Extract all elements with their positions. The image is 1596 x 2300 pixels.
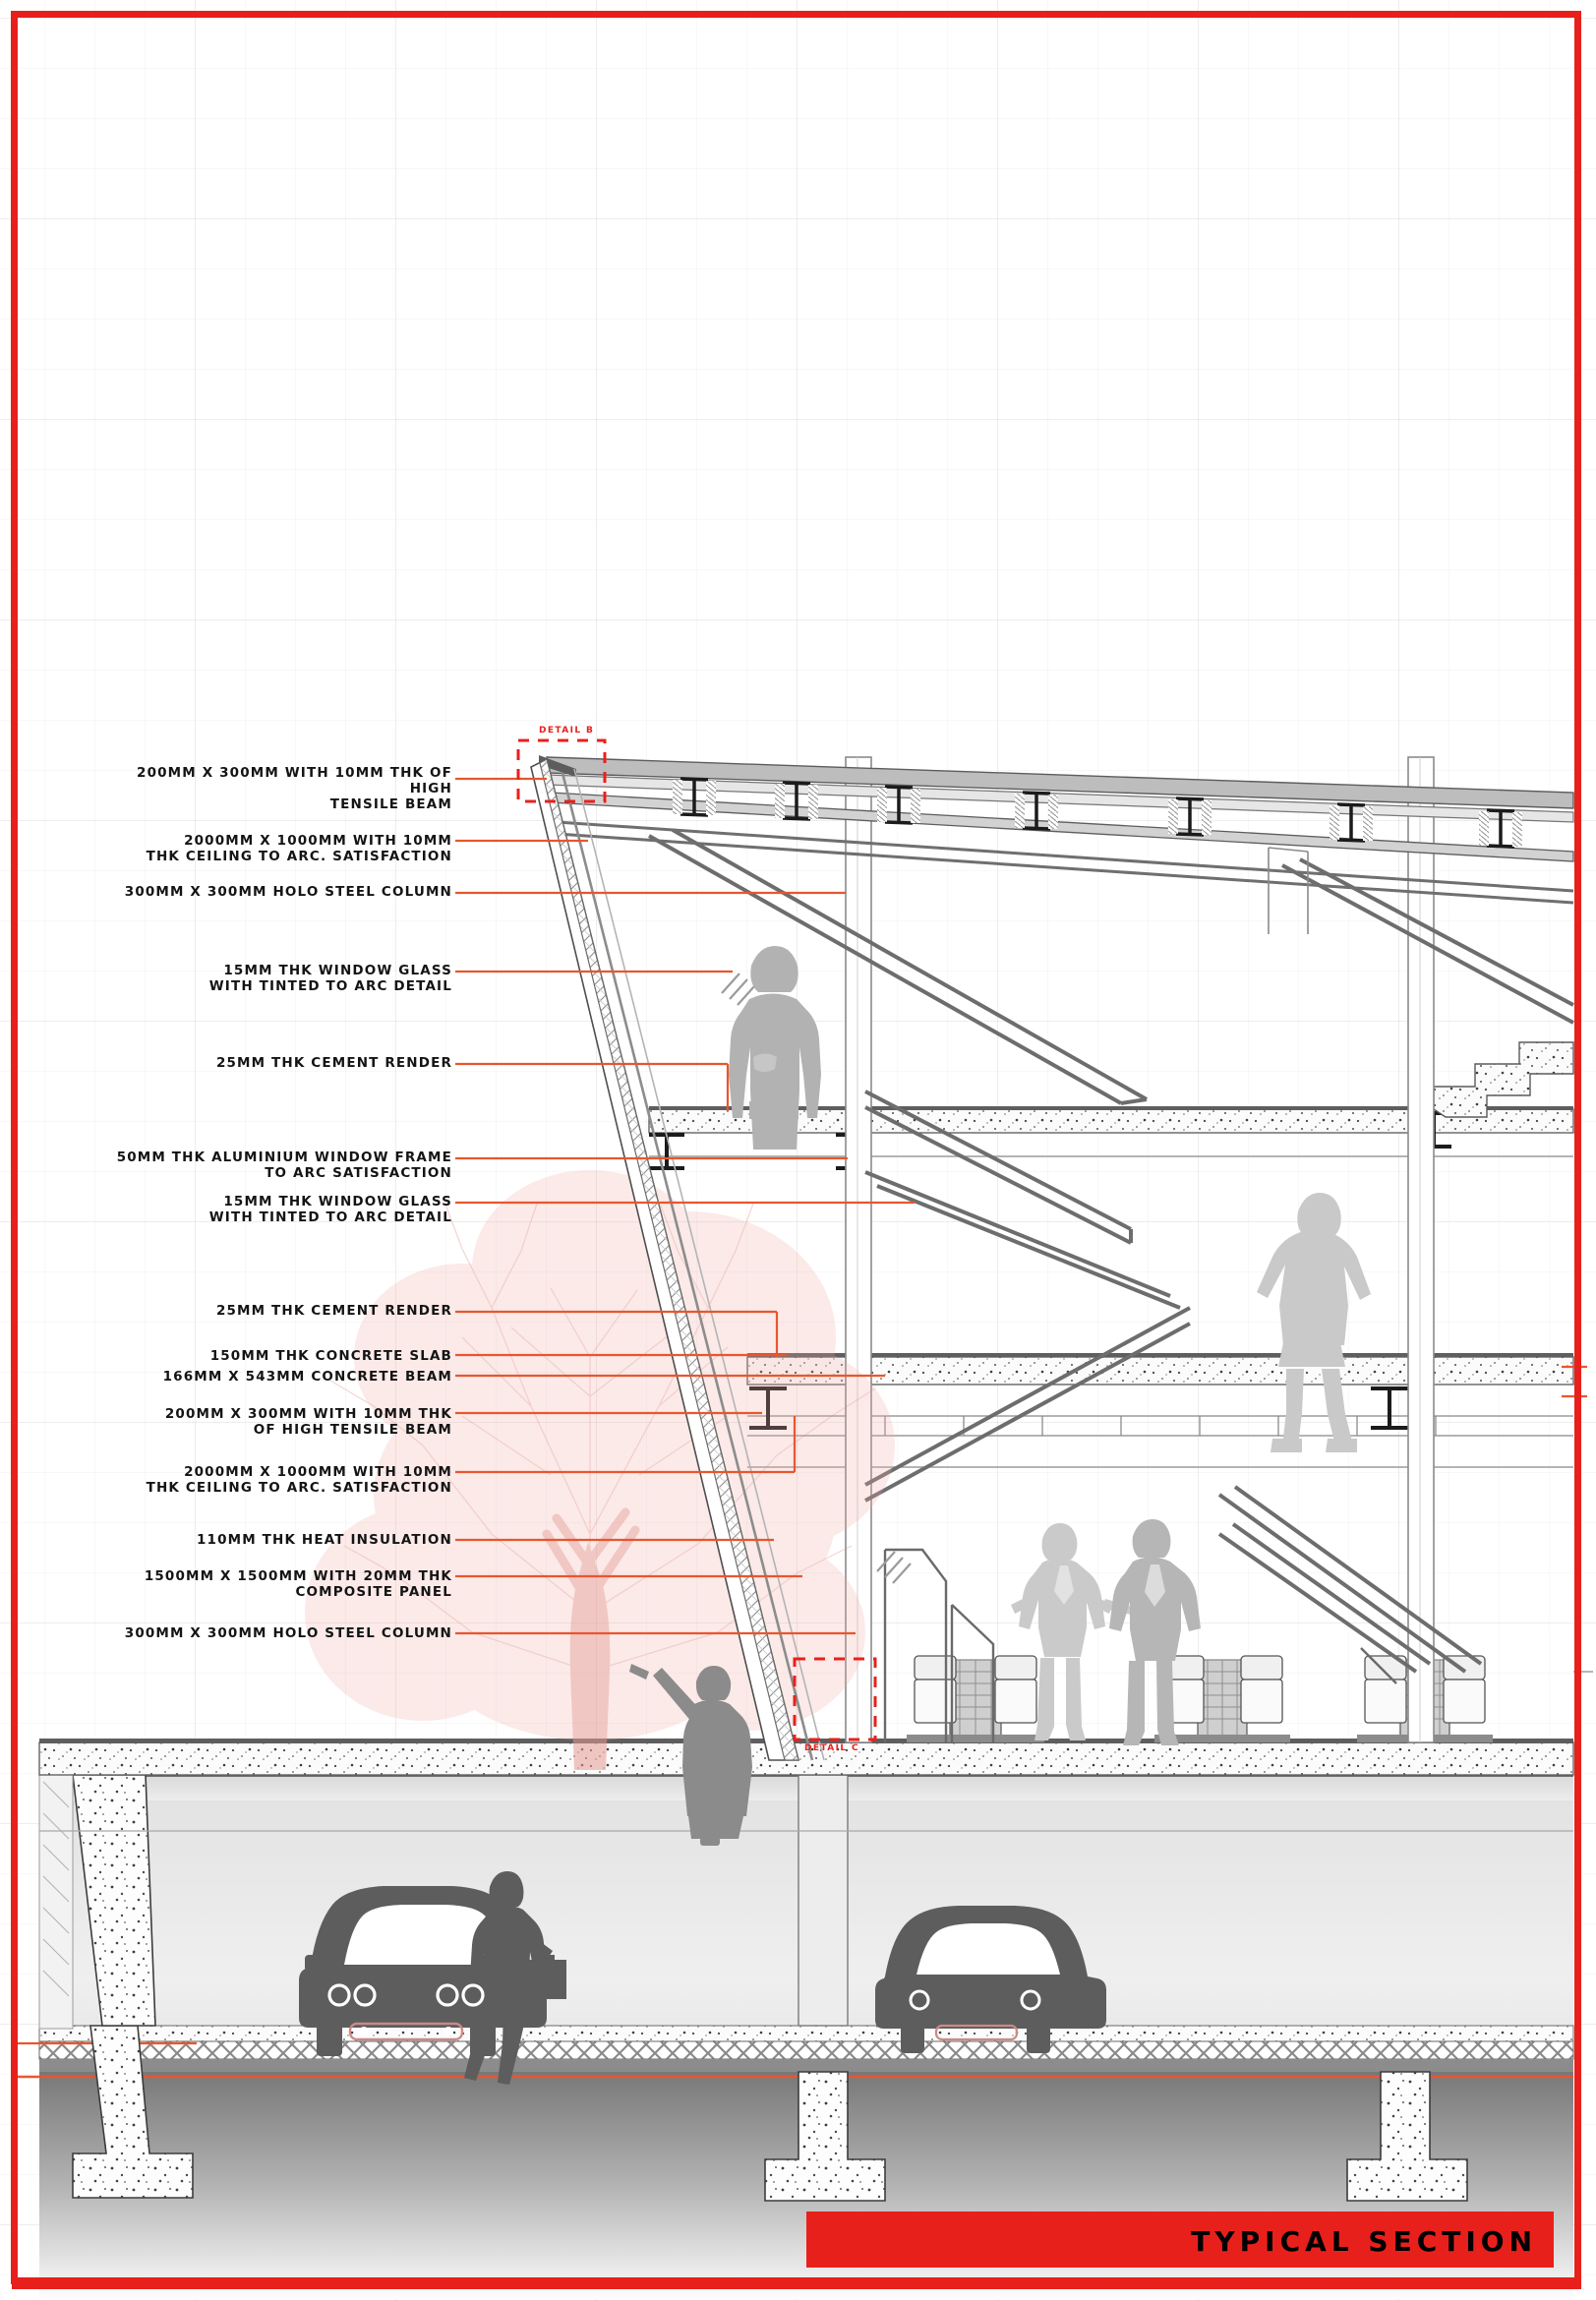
annotation-label: 25MM THK CEMENT RENDER xyxy=(215,1303,452,1319)
standing-figure-level3 xyxy=(729,946,821,1150)
basement-floor-construction xyxy=(12,2025,1574,2079)
businessman-with-briefcase-basement xyxy=(464,1871,566,2085)
interior-diagonal-braces xyxy=(648,828,1574,1674)
annotation-label: 15MM THK WINDOW GLASS WITH TINTED TO ARC… xyxy=(208,1194,452,1225)
roof-duct-outline xyxy=(1268,847,1309,934)
walking-woman-level2 xyxy=(1257,1193,1371,1452)
detail-b-label: DETAIL B xyxy=(539,726,595,736)
annotation-leader-lines xyxy=(455,777,915,1635)
businessman-standing xyxy=(1109,1519,1201,1745)
cafe-table-set-1 xyxy=(907,1655,1044,1742)
roof-hangers xyxy=(673,777,1522,849)
detail-c-label: DETAIL C xyxy=(804,1743,860,1753)
annotation-label: 25MM THK CEMENT RENDER xyxy=(215,1055,452,1071)
title-rule xyxy=(12,2283,1581,2289)
basement-retaining-wall-left xyxy=(38,1774,156,2030)
i-beam-level2 xyxy=(749,1386,787,1430)
reception-counter xyxy=(883,1548,1397,1742)
annotation-label: 200MM X 300MM WITH 10MM THK OF HIGH TENS… xyxy=(164,1406,452,1438)
basement-centre-pier xyxy=(798,1774,849,2027)
foundation-footings xyxy=(72,2025,1468,2202)
i-beam-level2-b xyxy=(1371,1386,1408,1430)
annotation-label: 166MM X 543MM CONCRETE BEAM xyxy=(162,1369,452,1385)
annotation-label: 150MM THK CONCRETE SLAB xyxy=(209,1348,452,1364)
stair-right-upper xyxy=(1433,1041,1574,1118)
level-2-slab xyxy=(746,1353,1574,1468)
annotation-label: 2000MM X 1000MM WITH 10MM THK CEILING TO… xyxy=(146,833,452,864)
annotation-label: 300MM X 300MM HOLO STEEL COLUMN xyxy=(124,884,452,900)
glass-sparkle-marks xyxy=(721,973,912,1584)
annotation-label: 200MM X 300MM WITH 10MM THK OF HIGH TENS… xyxy=(137,765,452,812)
annotation-label: 1500MM X 1500MM WITH 20MM THK COMPOSITE … xyxy=(144,1568,452,1600)
businessman-talking xyxy=(1011,1523,1137,1740)
car-front-view-right xyxy=(875,1906,1106,2053)
annotation-label: 2000MM X 1000MM WITH 10MM THK CEILING TO… xyxy=(146,1464,452,1496)
title-block: TYPICAL SECTION xyxy=(806,2212,1554,2268)
annotation-label: 50MM THK ALUMINIUM WINDOW FRAME TO ARC S… xyxy=(116,1150,452,1181)
sloped-glazed-facade xyxy=(530,757,825,1761)
annotation-label: 300MM X 300MM HOLO STEEL COLUMN xyxy=(124,1625,452,1641)
title-block-label: TYPICAL SECTION xyxy=(1191,2225,1537,2258)
detail-c-box xyxy=(793,1657,877,1741)
child-pointing xyxy=(629,1664,752,1846)
cafe-table-set-2 xyxy=(1154,1655,1290,1742)
detail-callout-boxes xyxy=(516,738,877,1741)
detail-b-box xyxy=(516,738,607,803)
annotation-label: 15MM THK WINDOW GLASS WITH TINTED TO ARC… xyxy=(208,963,452,994)
annotation-label: 110MM THK HEAT INSULATION xyxy=(196,1532,452,1548)
